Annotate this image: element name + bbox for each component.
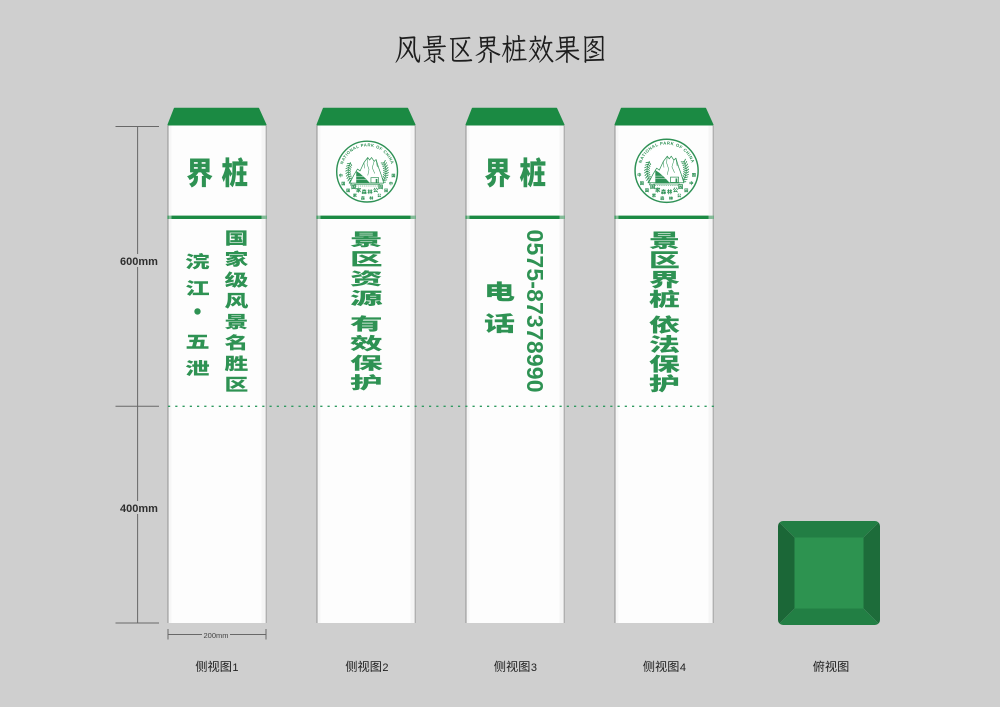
svg-text:0575-87378990: 0575-87378990: [522, 230, 548, 393]
svg-text:400mm: 400mm: [120, 503, 158, 515]
svg-text:600mm: 600mm: [120, 256, 158, 268]
svg-text:4: 4: [680, 662, 686, 674]
svg-text:200mm: 200mm: [203, 631, 228, 640]
svg-text:3: 3: [531, 662, 537, 674]
svg-text:2: 2: [382, 662, 388, 674]
svg-text:1: 1: [232, 662, 238, 674]
